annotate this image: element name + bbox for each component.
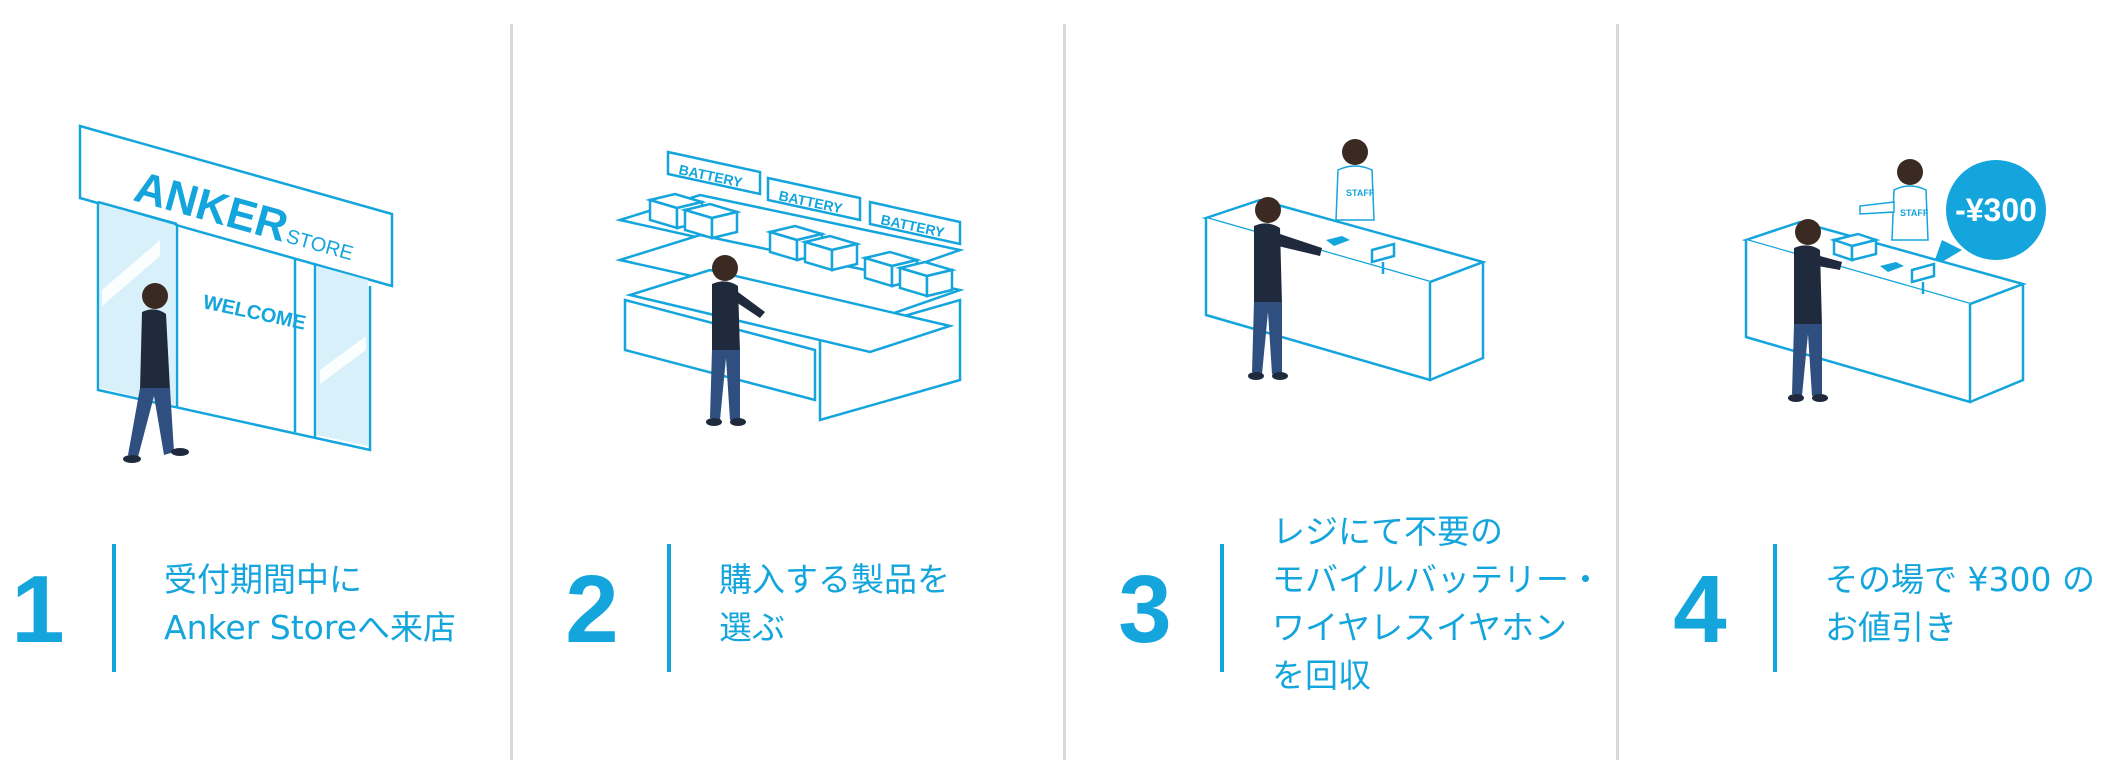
step-number: 1 xyxy=(11,556,65,663)
step-description: 受付期間中に Anker Storeへ来店 xyxy=(164,560,457,647)
step-number: 4 xyxy=(1673,556,1727,663)
checkout-counter-illustration: STAFF xyxy=(1150,90,1630,510)
staff-figure: STAFF xyxy=(1859,159,1929,241)
customer-figure xyxy=(123,283,189,463)
step-separator xyxy=(667,544,671,672)
step-description: 購入する製品を 選ぶ xyxy=(719,560,950,647)
column-divider xyxy=(1616,24,1619,760)
customer-figure xyxy=(1788,219,1842,402)
step-separator xyxy=(112,544,116,672)
step-description: その場で ¥300 の お値引き xyxy=(1825,560,2095,647)
step-number: 3 xyxy=(1118,556,1172,663)
battery-shelf-illustration: BATTERY BATTERY BATTERY xyxy=(590,90,1070,510)
step-separator xyxy=(1220,544,1224,672)
staff-shirt-text: STAFF xyxy=(1346,188,1375,198)
column-divider xyxy=(510,24,513,760)
staff-figure: STAFF xyxy=(1335,139,1375,221)
column-divider xyxy=(1063,24,1066,760)
step-description: レジにて不要の モバイルバッテリー・ ワイヤレスイヤホン を回収 xyxy=(1272,512,1602,695)
staff-shirt-text: STAFF xyxy=(1900,208,1929,218)
customer-figure xyxy=(706,255,765,426)
customer-figure xyxy=(1248,197,1322,380)
discount-badge: -¥300 xyxy=(1932,160,2046,268)
step-number: 2 xyxy=(565,556,619,663)
step-separator xyxy=(1773,544,1777,672)
discount-counter-illustration: STAFF -¥300 xyxy=(1690,90,2120,510)
store-entrance-illustration: ANKER STORE WELCOME xyxy=(40,90,520,510)
svg-text:-¥300: -¥300 xyxy=(1955,192,2037,228)
